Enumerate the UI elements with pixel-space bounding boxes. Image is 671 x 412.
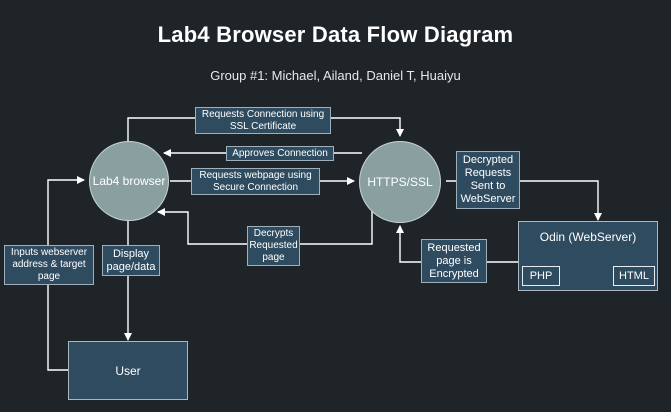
html-label: HTML	[619, 270, 649, 282]
arrow-decrypts-page	[157, 205, 373, 245]
label-inputs-address: Inputs webserver address & target page	[4, 245, 94, 285]
label-decrypts-page: Decrypts Requested page	[247, 226, 300, 266]
label-approves-connection: Approves Connection	[226, 146, 334, 161]
webserver-node-label: Odin (WebServer)	[539, 230, 637, 244]
label-decrypted-requests: Decrypted Requests Sent to WebServer	[456, 151, 520, 209]
label-requests-webpage: Requests webpage using Secure Connection	[191, 168, 320, 195]
https-ssl-node-label: HTTPS/SSL	[367, 175, 433, 189]
browser-node: Lab4 browser	[89, 141, 169, 221]
diagram-subtitle: Group #1: Michael, Ailand, Daniel T, Hua…	[210, 68, 461, 83]
browser-node-label: Lab4 browser	[92, 174, 166, 188]
html-box: HTML	[613, 266, 655, 286]
https-ssl-node: HTTPS/SSL	[359, 141, 441, 223]
label-requests-connection: Requests Connection using SSL Certificat…	[195, 107, 331, 134]
diagram-title: Lab4 Browser Data Flow Diagram	[157, 22, 514, 47]
php-label: PHP	[529, 270, 553, 282]
php-box: PHP	[522, 266, 560, 286]
label-display-page: Display page/data	[102, 245, 160, 276]
user-node-label: User	[115, 363, 141, 378]
user-node: User	[68, 341, 188, 400]
label-requested-encrypted: Requested page is Encrypted	[421, 239, 487, 283]
